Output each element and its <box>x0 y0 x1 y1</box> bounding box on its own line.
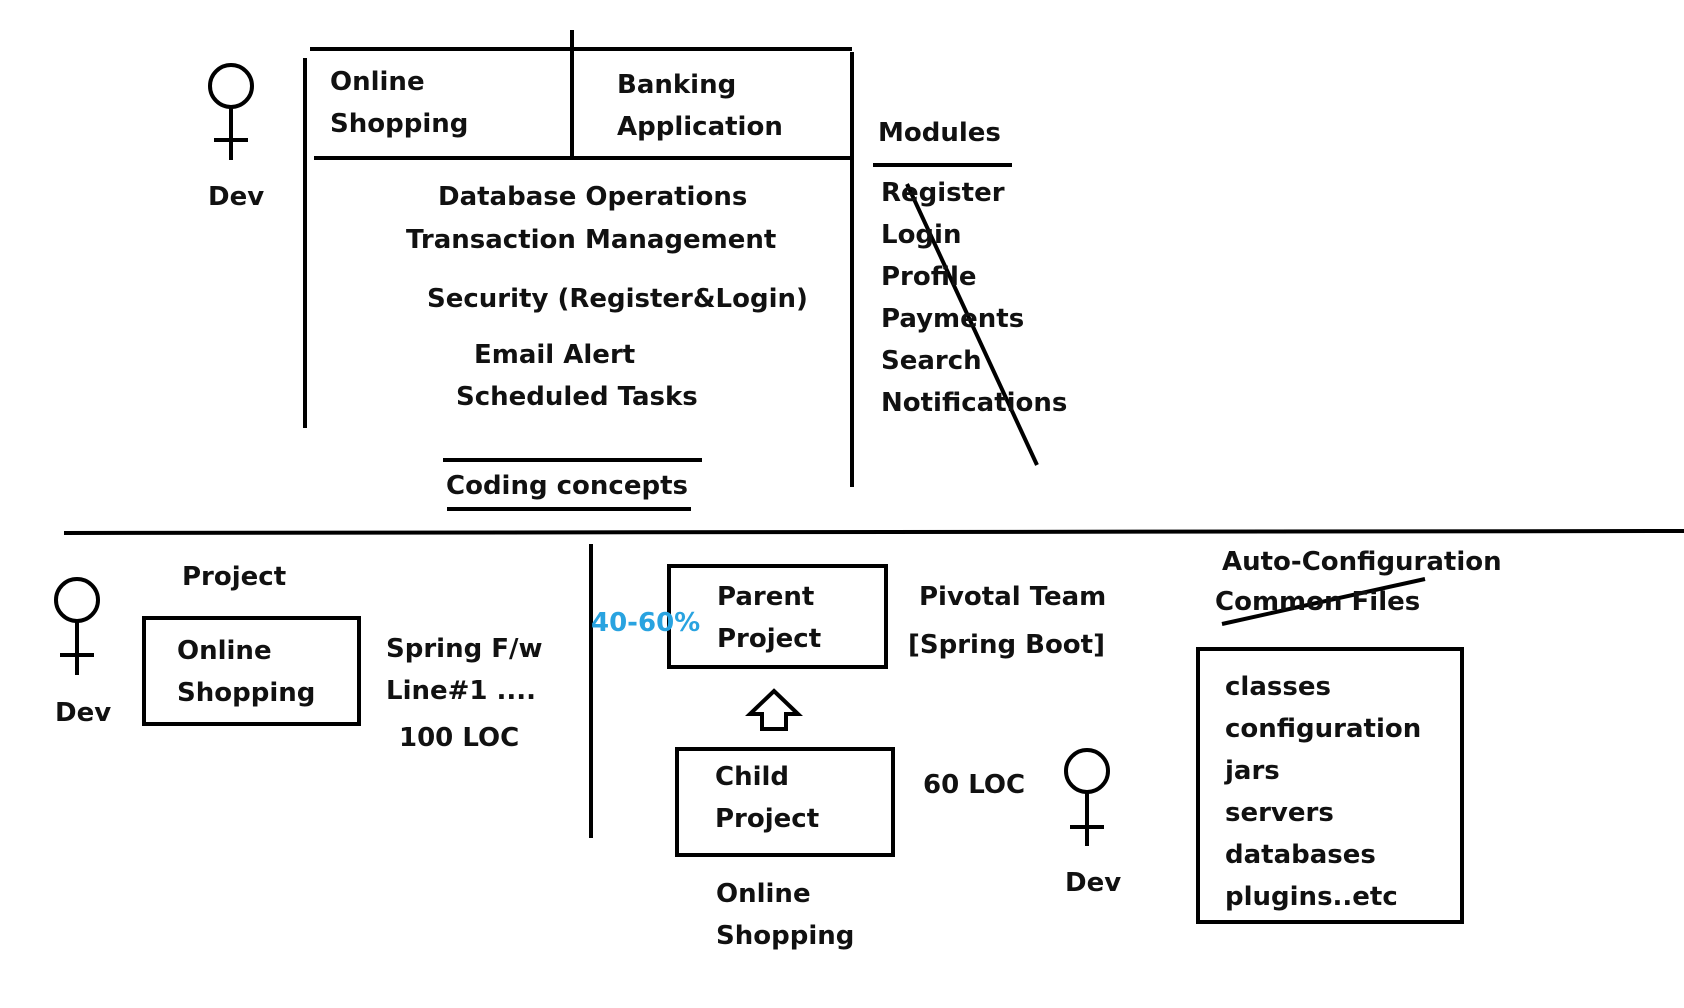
modules-title: Modules <box>878 118 1001 148</box>
concept-email-alert: Email Alert <box>474 340 636 370</box>
file-item-plugins: plugins..etc <box>1225 882 1398 912</box>
concept-database-operations: Database Operations <box>438 182 748 212</box>
parent-project-line2: Project <box>717 624 822 654</box>
project-box-line2: Shopping <box>177 678 316 708</box>
dev-figure-icon <box>208 63 254 160</box>
project-box <box>142 616 361 726</box>
concept-scheduled-tasks: Scheduled Tasks <box>456 382 698 412</box>
auto-configuration-label: Auto-Configuration <box>1222 547 1502 577</box>
dev-figure-icon <box>1064 748 1110 846</box>
child-project-line2: Project <box>715 804 820 834</box>
child-caption-line1: Online <box>716 879 811 909</box>
loc-60-label: 60 LOC <box>923 770 1026 800</box>
pivotal-team-label: Pivotal Team <box>919 582 1107 612</box>
module-login: Login <box>881 220 962 250</box>
app-online-shopping-line1: Online <box>330 67 425 97</box>
spring-boot-label: [Spring Boot] <box>908 630 1105 660</box>
module-notifications: Notifications <box>881 388 1068 418</box>
dev-label-left: Dev <box>55 698 112 728</box>
module-payments: Payments <box>881 304 1025 334</box>
module-search: Search <box>881 346 982 376</box>
percent-label: 40-60% <box>591 608 701 638</box>
app-banking-line2: Application <box>617 112 783 142</box>
dev-label-right: Dev <box>1065 868 1122 898</box>
up-arrow-icon <box>745 688 803 731</box>
module-profile: Profile <box>881 262 977 292</box>
loc-100-label: 100 LOC <box>399 723 520 753</box>
concept-transaction-management: Transaction Management <box>406 225 777 255</box>
section-separator <box>63 529 1684 535</box>
file-item-jars: jars <box>1225 756 1280 786</box>
common-files-label: Common Files <box>1215 587 1421 617</box>
app-online-shopping-line2: Shopping <box>330 109 469 139</box>
parent-project-box <box>667 564 888 669</box>
spring-fw-label: Spring F/w <box>386 634 543 664</box>
line1-label: Line#1 .... <box>386 676 537 706</box>
parent-project-line1: Parent <box>717 582 815 612</box>
child-caption-line2: Shopping <box>716 921 855 951</box>
child-project-line1: Child <box>715 762 790 792</box>
file-item-configuration: configuration <box>1225 714 1422 744</box>
child-project-box <box>675 747 895 857</box>
modules-strike-line <box>905 183 1039 466</box>
file-item-databases: databases <box>1225 840 1376 870</box>
common-files-strike-line <box>1221 577 1426 626</box>
app-banking-line1: Banking <box>617 70 737 100</box>
project-box-line1: Online <box>177 636 272 666</box>
module-register: Register <box>881 178 1005 208</box>
files-box <box>1196 647 1464 924</box>
concept-security: Security (Register&Login) <box>427 284 808 314</box>
file-item-servers: servers <box>1225 798 1334 828</box>
file-item-classes: classes <box>1225 672 1331 702</box>
dev-figure-icon <box>54 577 100 675</box>
coding-concepts-label: Coding concepts <box>446 471 688 501</box>
dev-label: Dev <box>208 182 265 212</box>
project-label: Project <box>182 562 287 592</box>
